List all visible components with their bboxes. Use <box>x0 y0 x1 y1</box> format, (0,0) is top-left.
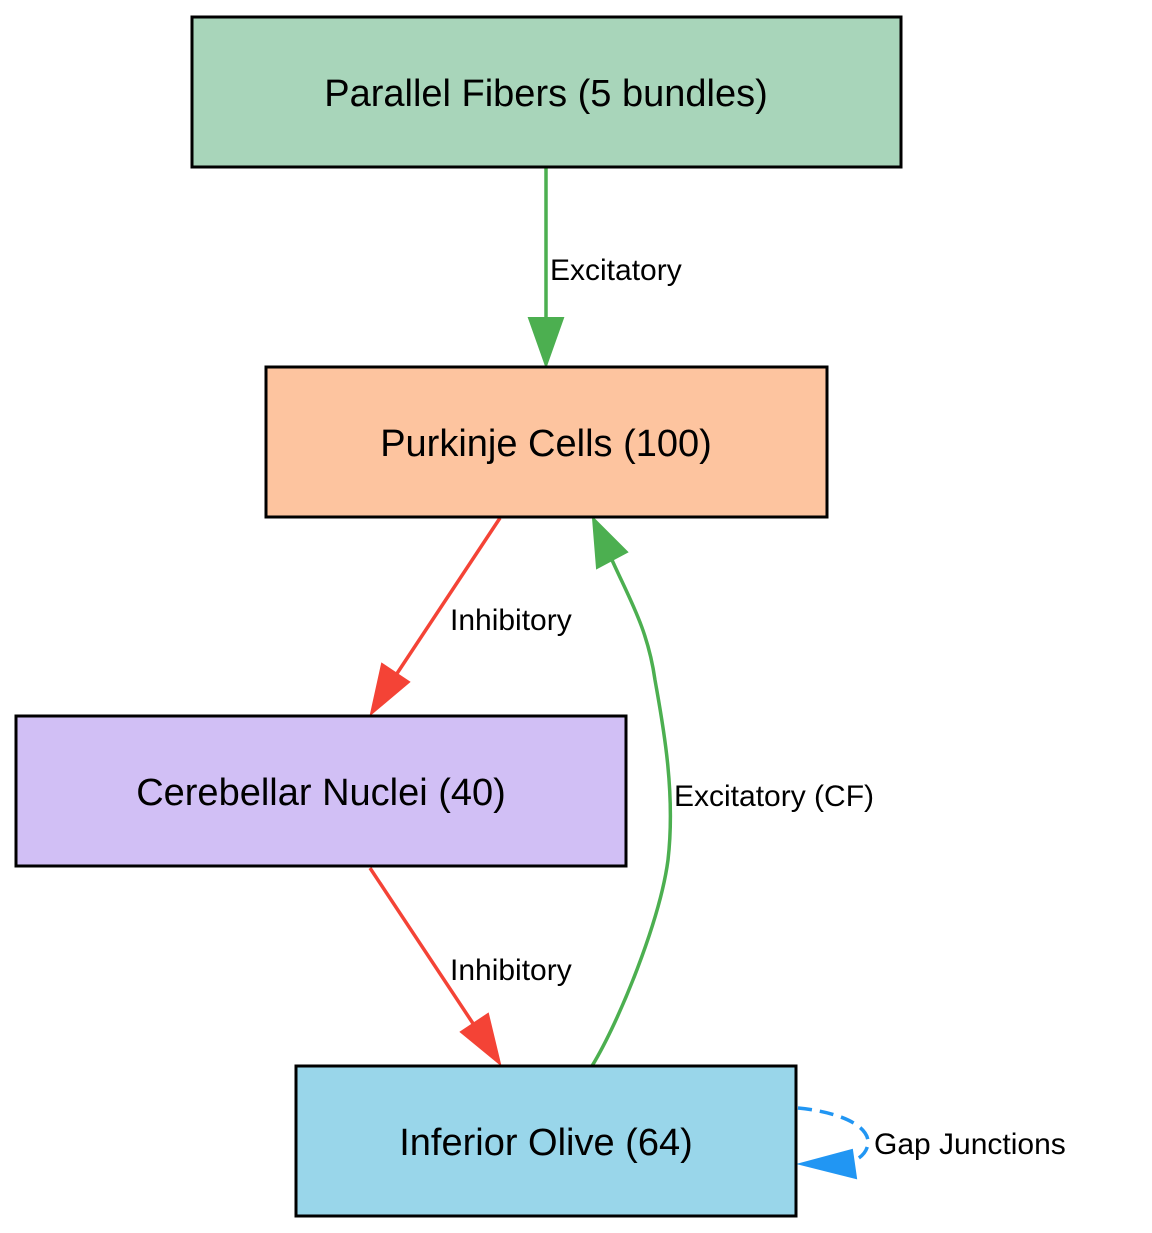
edge-label-inhibitory: Inhibitory <box>450 604 572 637</box>
arrowhead-icon <box>459 1012 502 1067</box>
edge-cerebellar-nuclei-to-inferior-olive: Inhibitory <box>368 867 572 1067</box>
node-purkinje-cells[interactable]: Purkinje Cells (100) <box>264 365 829 519</box>
node-parallel-fibers[interactable]: Parallel Fibers (5 bundles) <box>190 15 903 169</box>
arrowhead-icon <box>796 1148 858 1180</box>
edge-line <box>797 1106 870 1166</box>
edge-label-excitatory-cf: Excitatory (CF) <box>674 780 874 813</box>
node-label: Parallel Fibers (5 bundles) <box>324 73 768 115</box>
node-box <box>294 1064 798 1218</box>
node-label: Inferior Olive (64) <box>399 1122 693 1164</box>
node-box <box>264 365 829 519</box>
node-cerebellar-nuclei[interactable]: Cerebellar Nuclei (40) <box>14 714 628 868</box>
node-label: Cerebellar Nuclei (40) <box>136 772 506 814</box>
node-label: Purkinje Cells (100) <box>380 423 712 465</box>
edge-inferior-olive-to-purkinje: Excitatory (CF) <box>590 515 874 1067</box>
node-box <box>190 15 903 169</box>
edge-purkinje-to-cerebellar-nuclei: Inhibitory <box>369 517 572 717</box>
edge-line <box>368 867 478 1029</box>
edge-label-excitatory: Excitatory <box>550 254 682 287</box>
edge-label-inhibitory: Inhibitory <box>450 954 572 987</box>
arrowhead-icon <box>527 317 565 369</box>
edge-inferior-olive-self-loop: Gap Junctions <box>796 1106 1066 1180</box>
arrowhead-icon <box>591 515 629 570</box>
edge-parallel-fibers-to-purkinje: Excitatory <box>527 168 682 369</box>
edge-line <box>392 517 502 679</box>
edge-label-gap-junctions: Gap Junctions <box>874 1128 1066 1161</box>
node-box <box>14 714 628 868</box>
edge-line <box>590 559 673 1067</box>
node-inferior-olive[interactable]: Inferior Olive (64) <box>294 1064 798 1218</box>
arrowhead-icon <box>369 662 411 717</box>
